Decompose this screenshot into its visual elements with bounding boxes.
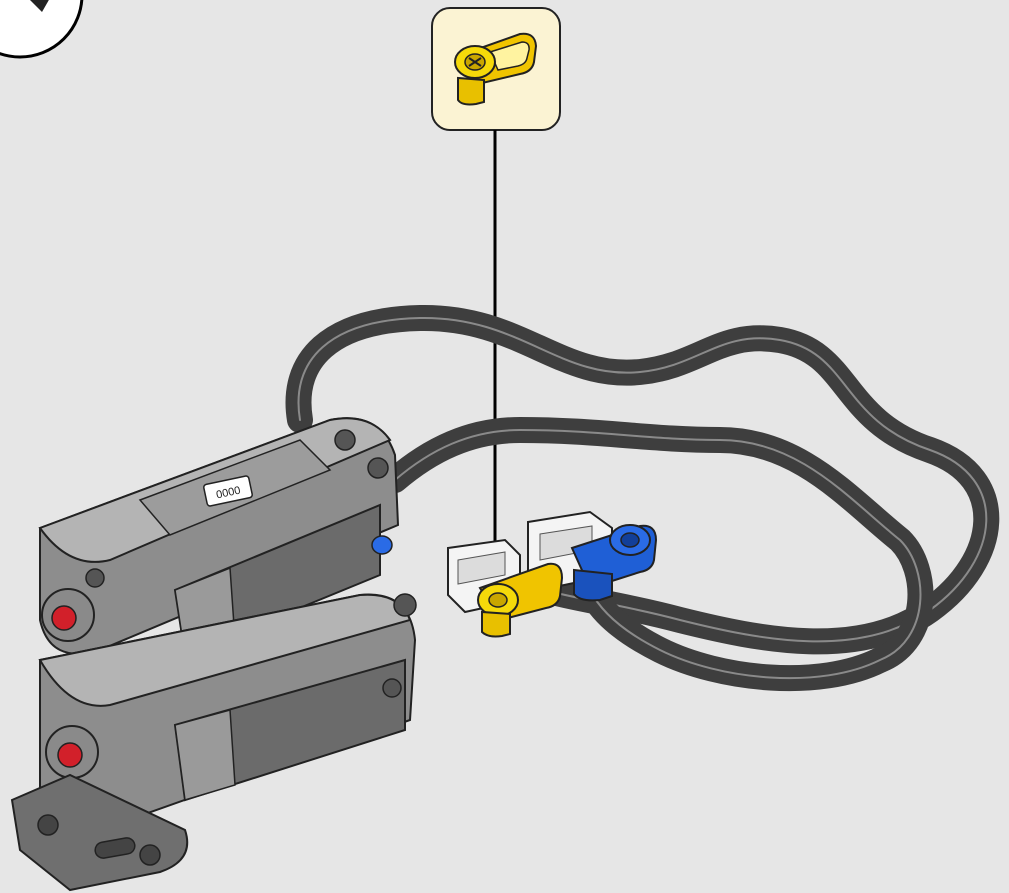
motor-label: 0000: [215, 485, 241, 502]
cable: [285, 304, 1000, 692]
parts-callout: [431, 7, 561, 131]
yellow-pin-connector-icon: [454, 32, 538, 106]
motor-upper-port: [41, 588, 95, 642]
blue-pin-connector: [570, 524, 658, 602]
yellow-pin-connector: [477, 562, 564, 638]
motor-upper: 0000: [38, 417, 400, 657]
motor-lower: [38, 593, 417, 833]
motor-lower-port: [45, 725, 99, 779]
base-beam: [10, 773, 189, 892]
step-number-circle: [0, 0, 84, 59]
